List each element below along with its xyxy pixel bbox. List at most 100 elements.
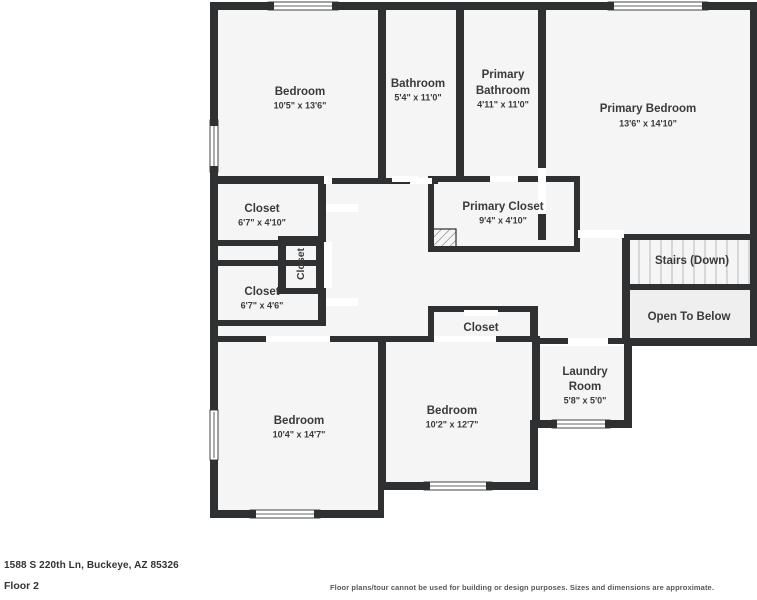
room-label-primary-bathroom-dims: 4'11" x 11'0" <box>477 99 529 109</box>
wall-stairs-top <box>622 234 750 240</box>
room-label-primary-closet-name: Primary Closet <box>462 201 543 213</box>
room-labels: Bedroom 10'5" x 13'6" Bathroom 5'4" x 11… <box>238 69 730 439</box>
window-jamb-6a <box>424 482 430 490</box>
room-label-closet-1-name: Closet <box>244 203 279 215</box>
room-label-primary-bathroom-line1: Primary <box>482 69 525 81</box>
wall-bottom-mid-left <box>384 482 424 490</box>
room-label-primary-closet-dims: 9'4" x 4'10" <box>479 215 527 225</box>
wall-closet3-bottom-b <box>496 336 538 342</box>
room-fill-bedroom-1 <box>216 8 384 182</box>
wall-closet-hall-right <box>316 236 324 294</box>
room-label-closet-1-dims: 6'7" x 4'10" <box>238 217 286 227</box>
wall-closet2-right <box>318 286 326 326</box>
window-jamb-1b <box>332 2 338 10</box>
wall-stairs-left <box>622 234 630 288</box>
window-jamb-5a <box>250 510 256 518</box>
wall-open-left <box>622 284 630 344</box>
wall-left-lower <box>210 336 218 410</box>
wall-bottom-right <box>624 338 750 346</box>
room-label-laundry-line2: Room <box>569 381 602 393</box>
wall-closet1-top <box>216 176 324 184</box>
floor-plan-canvas: Bedroom 10'5" x 13'6" Bathroom 5'4" x 11… <box>209 1 757 519</box>
room-label-bedroom-2-name: Bedroom <box>274 415 324 427</box>
window-jamb-3b <box>210 166 218 172</box>
wall-laundry-top-a <box>538 338 568 344</box>
room-label-closet-3-name: Closet <box>463 322 498 334</box>
wall-bedroom2-top-a <box>216 336 266 342</box>
wall-bedroom2-top-b <box>330 336 384 342</box>
wall-closet2-top <box>216 260 326 266</box>
window-jamb-6b <box>486 482 492 490</box>
wall-laundry-top-b <box>608 338 630 344</box>
wall-top-bath <box>380 2 468 10</box>
wall-closet-hall-top <box>278 236 324 242</box>
wall-left-mid <box>210 186 218 336</box>
wall-closet3-top <box>428 306 538 312</box>
room-fill-bathroom <box>384 8 460 182</box>
door-hall-opening <box>410 178 432 184</box>
room-fill-bedroom-2 <box>216 342 384 516</box>
windows <box>209 1 709 519</box>
window-jamb-2b <box>702 2 708 10</box>
wall-closet1-right <box>318 176 326 242</box>
window-jamb-1a <box>268 2 274 10</box>
property-address: 1588 S 220th Ln, Buckeye, AZ 85326 <box>4 560 179 571</box>
wall-hall-top-a <box>330 178 386 184</box>
door-closet-3 <box>464 310 498 316</box>
wall-closet2-bottom <box>216 320 326 326</box>
stair-treads-icon <box>638 240 750 285</box>
room-label-open-to-below-name: Open To Below <box>648 311 731 323</box>
floor-plan-svg: Bedroom 10'5" x 13'6" Bathroom 5'4" x 11… <box>209 1 757 519</box>
wall-primarybath-primarybed <box>538 2 546 240</box>
room-label-bathroom-dims: 5'4" x 11'0" <box>394 92 441 102</box>
room-label-closet-2-dims: 6'7" x 4'6" <box>241 300 284 310</box>
wall-laundry-left <box>532 336 540 428</box>
room-label-closet-2-name: Closet <box>244 286 279 298</box>
wall-closet-hall-left <box>278 236 286 294</box>
wall-bathroom-primarybath <box>456 2 464 182</box>
wall-closet3-left <box>428 306 434 340</box>
room-label-laundry-line1: Laundry <box>562 366 608 378</box>
wall-laundry-right <box>624 340 632 428</box>
wall-bedroom2-bedroom3 <box>378 336 386 486</box>
door-primary-closet-hall <box>578 230 624 238</box>
door-openings <box>266 168 624 344</box>
wall-left-bottom <box>210 460 218 518</box>
wall-primary-closet-right <box>574 176 580 252</box>
wall-bottom-left2 <box>320 510 384 518</box>
wall-bottom-mid-right <box>492 482 538 490</box>
room-label-closet-hall-name: Closet <box>295 247 307 280</box>
door-bathroom <box>392 176 418 182</box>
room-label-bedroom-3-name: Bedroom <box>427 405 477 417</box>
window-frame-4 <box>209 409 219 461</box>
room-label-bedroom-1-dims: 10'5" x 13'6" <box>274 100 327 110</box>
room-fill-laundry-room <box>538 346 626 426</box>
wall-bedroom3-top-a <box>384 336 434 342</box>
wall-left-joint-1 <box>210 172 218 186</box>
room-label-bedroom-2-dims: 10'4" x 14'7" <box>273 429 326 439</box>
wall-stairs-bottom <box>622 284 750 290</box>
room-label-primary-bedroom-dims: 13'6" x 14'10" <box>619 118 677 128</box>
door-bedroom-2 <box>266 336 330 342</box>
wall-bedroom3-right <box>530 420 538 488</box>
room-label-bedroom-3-dims: 10'2" x 12'7" <box>426 419 479 429</box>
wall-bedroom1-bathroom <box>378 2 386 182</box>
wall-bottom-left <box>210 510 250 518</box>
window-jamb-5b <box>314 510 320 518</box>
window-jamb-2a <box>608 2 614 10</box>
caption-bar: 1588 S 220th Ln, Buckeye, AZ 85326 Floor… <box>0 552 757 600</box>
room-label-primary-bathroom-line2: Bathroom <box>476 85 530 97</box>
room-fill-primary-bathroom <box>460 8 544 182</box>
door-bedroom-3 <box>434 336 496 342</box>
floor-label: Floor 2 <box>4 580 40 592</box>
door-closet-1 <box>326 204 358 212</box>
window-jamb-7b <box>605 420 610 428</box>
wall-right-upper <box>750 2 757 346</box>
room-label-bathroom-name: Bathroom <box>391 78 445 90</box>
disclaimer-text: Floor plans/tour cannot be used for buil… <box>330 583 715 592</box>
door-primary-bedroom <box>538 168 546 214</box>
room-label-stairs-name: Stairs (Down) <box>655 255 729 267</box>
wall-closet1-bottom <box>216 240 326 246</box>
door-closet-2 <box>326 298 358 306</box>
room-label-laundry-dims: 5'8" x 5'0" <box>564 395 607 405</box>
